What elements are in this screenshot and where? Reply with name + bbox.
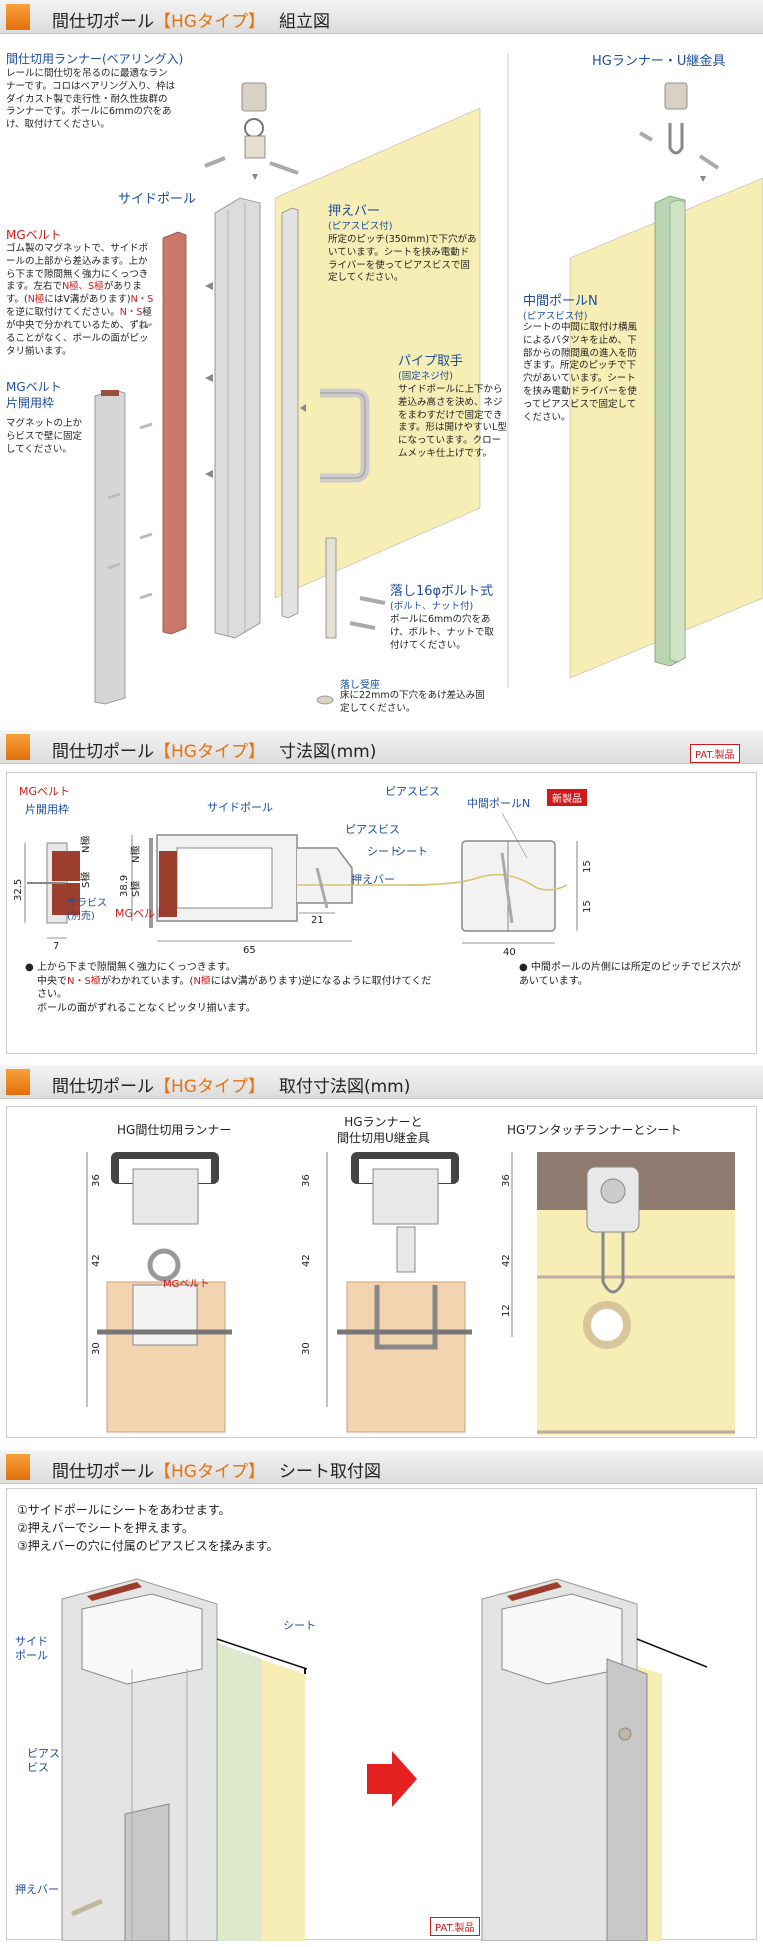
press-bar-desc: 所定のピッチ(350mm)で下穴があいています。シートを挟み電動ドライバーを使っ… — [328, 234, 477, 284]
dim-40: 40 — [503, 947, 516, 958]
sheet-label-2: シート — [395, 845, 428, 858]
sheet-piercing-label: ピアスビス — [27, 1747, 60, 1775]
mg-belt-bottom-label: MGベルト — [115, 907, 167, 920]
side-pole-label: サイドポール — [118, 192, 197, 207]
mg-belt-label: MGベルト — [19, 785, 71, 798]
m-dim-36-1: 36 — [91, 1174, 102, 1187]
press-bar-label: 押えバー — [351, 873, 395, 886]
n-pole-text: N極 — [81, 835, 92, 853]
pipe-handle-desc: サイドポールに上下から差込み高さを決め、ネジをまわすだけで固定できます。形は開け… — [398, 384, 507, 460]
pipe-handle-title: パイプ取手 — [398, 354, 464, 369]
mounting-drawing — [86, 1152, 735, 1435]
section-header-assembly: 間仕切ポール【HGタイプ】組立図 — [0, 0, 763, 34]
dish-screw-label: サラビス(別売) — [67, 898, 107, 922]
section-header-mounting: 間仕切ポール【HGタイプ】取付寸法図(mm) — [0, 1065, 763, 1099]
sheet-label: シート — [367, 845, 400, 858]
side-pole-label: サイドポール — [207, 801, 273, 814]
mounting-panel: HG間仕切用ランナー HGランナーと間仕切用U継金具 HGワンタッチランナーとシ… — [6, 1106, 757, 1438]
section-title: 間仕切ポール【HGタイプ】取付寸法図(mm) — [52, 1077, 411, 1097]
section-title: 間仕切ポール【HGタイプ】寸法図(mm) — [52, 742, 377, 762]
section-title: 間仕切ポール【HGタイプ】組立図 — [52, 12, 330, 32]
m-dim-36-3: 36 — [501, 1174, 512, 1187]
sheet-drawing — [61, 1578, 708, 1941]
m-dim-42-3: 42 — [501, 1254, 512, 1267]
mounting-col2-title: HGランナーと間仕切用U継金具 — [337, 1115, 430, 1145]
dim-38-9: 38.9 — [119, 874, 130, 897]
sheet-side-pole-label: サイドポール — [15, 1635, 48, 1663]
mg-belt-desc: ゴム製のマグネットで、サイドポールの上部から差込みます。上から下まで隙間無く強力… — [6, 243, 154, 357]
sheet-sheet-label: シート — [283, 1619, 316, 1632]
section-header-sheet: 間仕切ポール【HGタイプ】シート取付図 — [0, 1450, 763, 1484]
mounting-mg-belt-label: MGベルト — [163, 1279, 210, 1290]
mg-single-desc: マグネットの上からビスで壁に固定してください。 — [6, 418, 83, 455]
piercing-screw-label-2: ピアスビス — [385, 785, 440, 798]
assembly-diagram: 間仕切用ランナー(ベアリング入) レールに間仕切を吊るのに最適なランナーです。コ… — [0, 38, 763, 718]
dim-21: 21 — [311, 915, 324, 926]
hg-runner-title: HGランナー・U継金具 — [592, 54, 726, 69]
drop-bolt-title: 落し16φボルト式 — [390, 584, 494, 599]
dim-65: 65 — [243, 945, 256, 956]
mid-pole-sub: (ピアスビス付) — [523, 311, 588, 322]
pipe-handle-sub: (固定ネジ付) — [398, 371, 453, 382]
mid-pole-label: 中間ポールN — [467, 797, 531, 810]
assembly-drawing — [94, 53, 763, 705]
drop-seat-title: 落し受座 — [340, 680, 380, 691]
m-dim-42-1: 42 — [91, 1254, 102, 1267]
dim-32-5: 32.5 — [13, 878, 24, 901]
section-marker — [6, 1069, 30, 1095]
sheet-steps: ①サイドポールにシートをあわせます。 ②押えバーでシートを押えます。 ③押えバー… — [17, 1503, 279, 1553]
mg-belt-title: MGベルト — [6, 228, 62, 242]
mounting-col3-title: HGワンタッチランナーとシート — [507, 1123, 682, 1137]
section-title: 間仕切ポール【HGタイプ】シート取付図 — [52, 1462, 381, 1482]
press-bar-sub: (ピアスビス付) — [328, 221, 393, 232]
mounting-col1-title: HG間仕切用ランナー — [117, 1123, 232, 1137]
m-dim-36-2: 36 — [301, 1174, 312, 1187]
mid-pole-desc: シートの中間に取付け横風によるバタツキを止め、下部からの隙間風の進入を防ぎます。… — [523, 322, 638, 423]
note-left: ● 上から下まで隙間無く強力にくっつきます。 中央でN・S極がわかれています。(… — [25, 962, 432, 1014]
drop-seat-desc: 床に22mmの下穴をあけ差込み固定してください。 — [340, 690, 485, 714]
section-marker — [6, 734, 30, 760]
m-dim-30-2: 30 — [301, 1342, 312, 1355]
mid-pole-title: 中間ポールN — [523, 294, 598, 309]
m-dim-42-2: 42 — [301, 1254, 312, 1267]
pat-badge: PAT.製品 — [690, 744, 740, 763]
m-dim-30-1: 30 — [91, 1342, 102, 1355]
new-product-badge: 新製品 — [547, 789, 587, 806]
dim-15b: 15 — [582, 900, 593, 913]
n-pole-text-2: N極 — [131, 845, 142, 863]
single-frame-label: 片開用枠 — [25, 803, 69, 816]
dimension-panel: MGベルト 片開用枠 サイドポール ピアスビス シート シート 押えバー MGベ… — [6, 772, 757, 1054]
section-header-dimension: 間仕切ポール【HGタイプ】寸法図(mm) — [0, 730, 763, 764]
section-marker — [6, 1454, 30, 1480]
pat-badge-bottom: PAT.製品 — [430, 1917, 480, 1936]
drop-bolt-sub: (ボルト、ナット付) — [390, 601, 474, 612]
runner-title: 間仕切用ランナー(ベアリング入) — [6, 52, 184, 66]
dimension-drawing — [24, 812, 578, 944]
sheet-press-bar-label: 押えバー — [15, 1883, 59, 1896]
sheet-panel: ①サイドポールにシートをあわせます。 ②押えバーでシートを押えます。 ③押えバー… — [6, 1488, 757, 1941]
drop-bolt-desc: ボールに6mmの穴をあけ、ボルト、ナットで取付けてください。 — [390, 614, 494, 651]
dim-15a: 15 — [582, 860, 593, 873]
piercing-screw-label: ピアスビス — [345, 823, 400, 836]
press-bar-title: 押えバー — [328, 204, 381, 219]
m-dim-12-3: 12 — [501, 1304, 512, 1317]
s-pole-text: S極 — [81, 871, 92, 888]
note-right: ● 中間ポールの片側には所定のピッチでビス穴があいています。 — [519, 962, 741, 987]
dim-7: 7 — [53, 941, 60, 952]
runner-desc: レールに間仕切を吊るのに最適なランナーです。コロはベアリング入り、枠はダイカスト… — [6, 68, 176, 131]
mg-single-title: MGベルト片開用枠 — [6, 380, 62, 410]
section-marker — [6, 4, 30, 30]
